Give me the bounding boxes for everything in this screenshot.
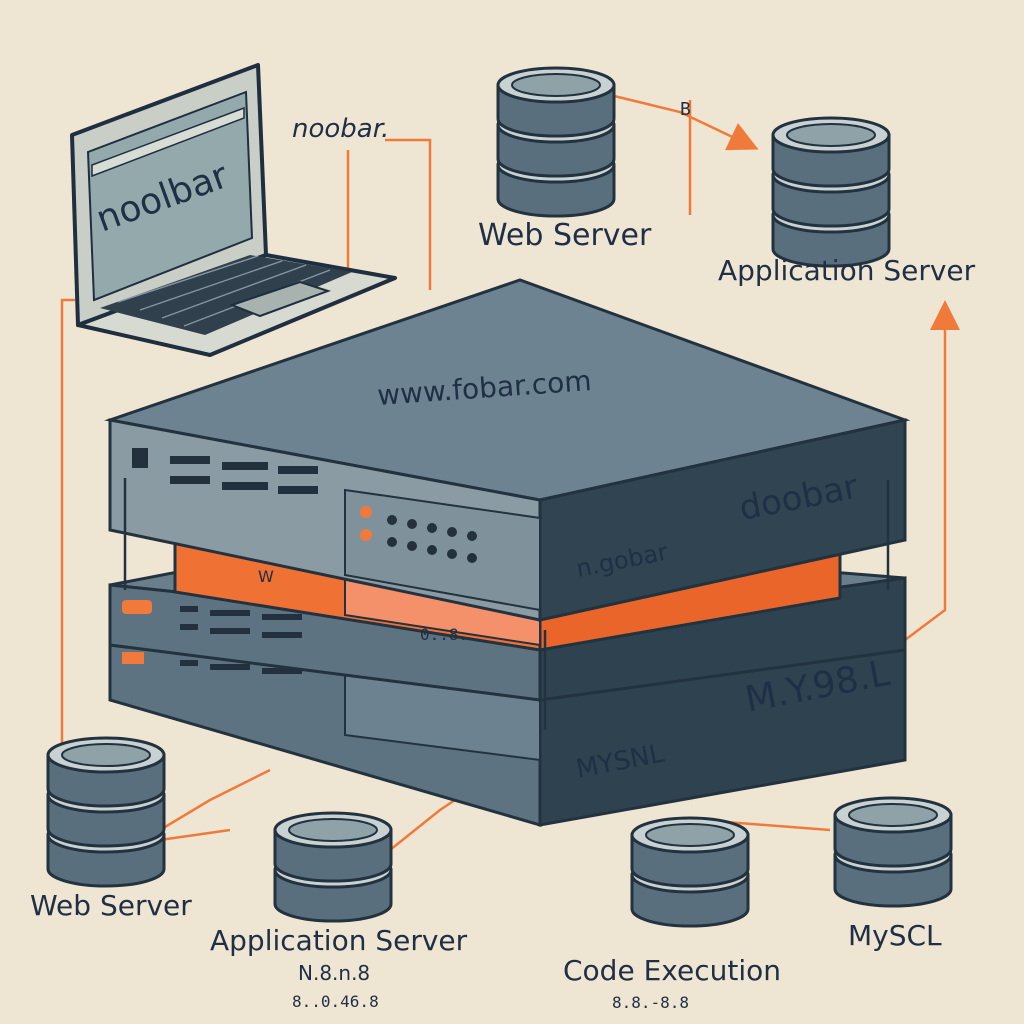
led-top-1: [360, 506, 372, 518]
code-execution-label: Code Execution: [563, 954, 781, 987]
app-server-db-bottom: [275, 813, 391, 921]
mysql-db: [835, 798, 951, 906]
app-server-label-top: Application Server: [718, 254, 976, 287]
app-server-db-top: [773, 118, 889, 266]
code-execution-db: [632, 818, 748, 926]
laptop: noolbar: [70, 63, 397, 357]
app-server-sub2: 8..0.46.8: [292, 992, 379, 1011]
connector-laptop-rack: [385, 138, 432, 290]
laptop-side-label: noobar.: [292, 114, 389, 144]
led-bottom-1: [122, 652, 144, 664]
code-execution-sub: 8.8.-8.8: [612, 993, 689, 1012]
connector-bottom-left: [159, 768, 271, 832]
connector-label: B: [680, 99, 691, 120]
arrow-right-up: [904, 300, 960, 641]
app-server-sub1: N.8.n.8: [298, 961, 370, 985]
led-middle-1: [122, 600, 152, 614]
web-server-label-bottom: Web Server: [30, 889, 192, 922]
arrow-web-to-app: [609, 93, 759, 151]
web-server-db-top: [498, 68, 614, 216]
web-server-db-bottom: [48, 738, 164, 886]
mysql-label: MySCL: [848, 919, 942, 952]
server-rack: W 0..8. www.fobar.com: [104, 278, 911, 827]
app-server-label-bottom: Application Server: [210, 924, 468, 957]
orange-port-text: 0..8.: [420, 625, 468, 644]
connector-bottom-left-2: [159, 828, 231, 842]
led-top-2: [360, 529, 372, 541]
orange-slab-label: W: [258, 567, 274, 586]
web-server-label-top: Web Server: [478, 218, 652, 253]
